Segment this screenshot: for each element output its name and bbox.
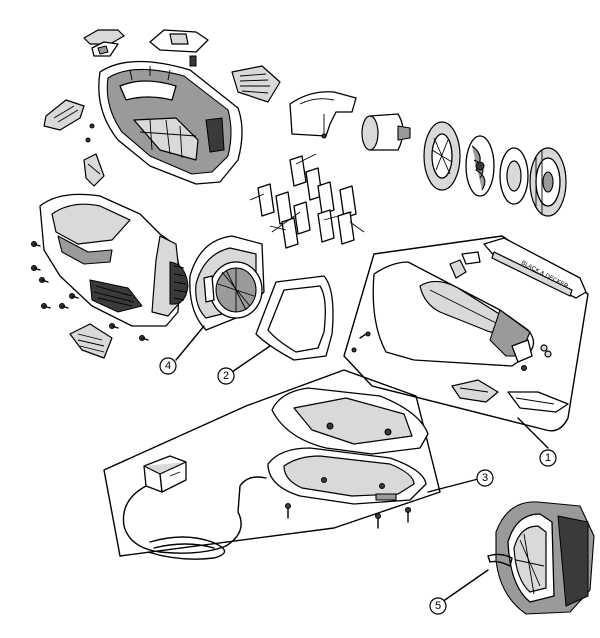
- callout-1-label: 1: [545, 452, 551, 464]
- lower-vent-grille: [69, 323, 113, 359]
- filter-fabric-part-2: [255, 275, 334, 361]
- small-latches: [449, 251, 552, 371]
- top-latch-clip: [83, 29, 125, 57]
- upper-housing-half: [98, 60, 243, 185]
- callout-2: 2: [217, 367, 235, 385]
- charging-base-top: [271, 387, 429, 455]
- fan-seal-ring: [499, 147, 529, 205]
- base-screws: [285, 503, 411, 529]
- callout-3: 3: [476, 469, 494, 487]
- leader-lines: [175, 325, 549, 603]
- small-clip-left: [83, 153, 105, 187]
- filter-frame-part-4: [189, 235, 265, 331]
- charger-adapter: [143, 455, 187, 493]
- motor-cover: [289, 91, 357, 139]
- callout-4-label: 4: [165, 360, 171, 372]
- callout-2-label: 2: [223, 370, 229, 382]
- vent-grille-top: [231, 65, 281, 103]
- callout-5: 5: [429, 597, 447, 615]
- lower-housing-body: [39, 193, 189, 327]
- left-small-bracket: [43, 99, 95, 143]
- impeller-housing: [423, 121, 461, 191]
- top-switch-bracket: [149, 29, 209, 67]
- callout-3-label: 3: [482, 472, 488, 484]
- fan-outer-ring: [529, 147, 567, 217]
- battery-cells: [249, 153, 365, 249]
- callout-4: 4: [159, 357, 177, 375]
- bottom-clips-part-1: [451, 379, 569, 413]
- dust-bowl-nozzle: [351, 261, 535, 367]
- replacement-filter-part-5: [487, 501, 595, 615]
- impeller-fan: [465, 135, 495, 197]
- motor: [361, 113, 411, 151]
- callout-5-label: 5: [435, 600, 441, 612]
- callout-1: 1: [539, 449, 557, 467]
- brush-bar: BLACK & DECKER: [483, 237, 587, 299]
- charging-base-bottom: [267, 447, 427, 505]
- charger-cord: [122, 476, 267, 560]
- housing-screws: [31, 241, 149, 341]
